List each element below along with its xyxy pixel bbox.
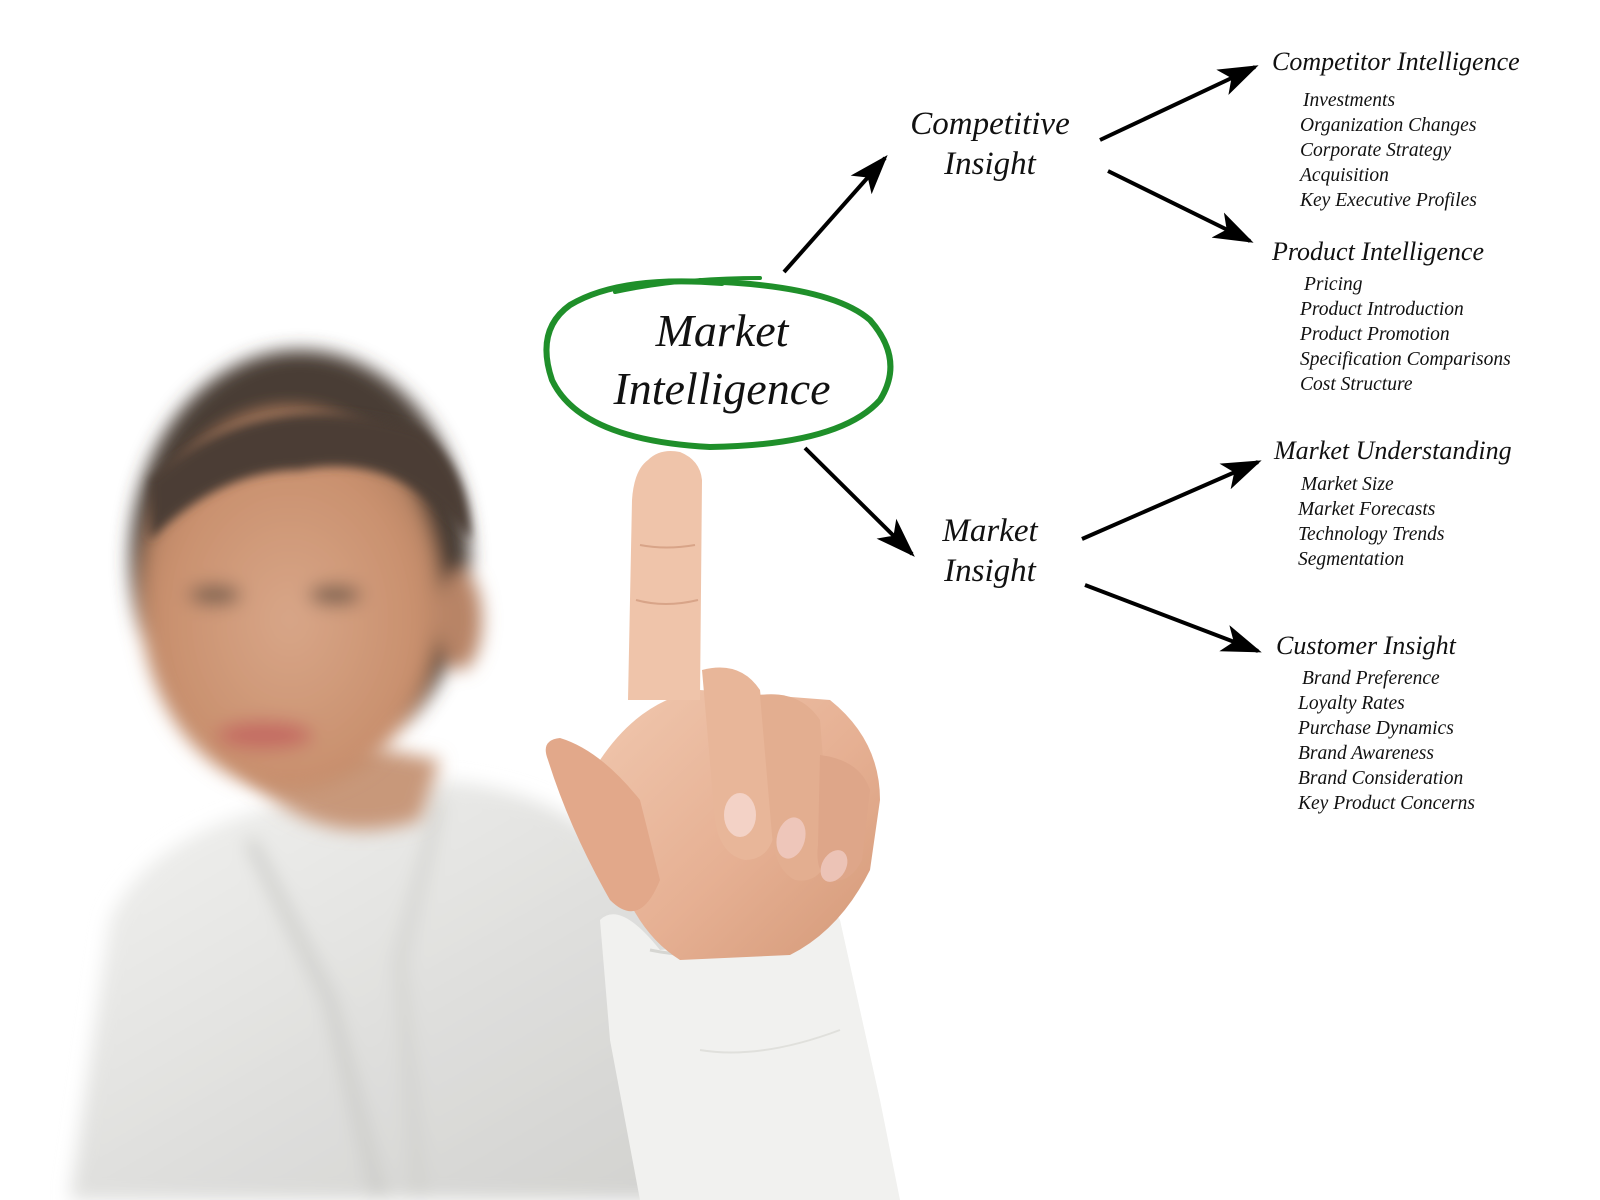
- list-item: Technology Trends: [1298, 524, 1445, 545]
- list-item: Specification Comparisons: [1300, 349, 1511, 370]
- root-node-label: Market Intelligence: [562, 302, 882, 417]
- list-item: Corporate Strategy: [1300, 140, 1452, 161]
- list-item: Loyalty Rates: [1298, 693, 1405, 714]
- pointing-hand: [545, 451, 880, 960]
- list-item: Brand Consideration: [1298, 768, 1464, 789]
- competitor-intelligence-title: Competitor Intelligence: [1272, 47, 1520, 76]
- list-item: Pricing: [1304, 274, 1363, 295]
- list-item: Product Introduction: [1300, 299, 1464, 320]
- arrow-root-to-competitive: [782, 155, 888, 274]
- competitive-insight-line2: Insight: [944, 145, 1036, 182]
- arrow-to-competitor-intel: [1099, 65, 1259, 142]
- product-intelligence-list: Pricing Product Introduction Product Pro…: [1300, 272, 1511, 397]
- market-insight-node: Market Insight: [880, 512, 1100, 591]
- competitor-intelligence-list: Investments Organization Changes Corpora…: [1300, 88, 1477, 213]
- list-item: Investments: [1303, 90, 1396, 111]
- list-item: Brand Awareness: [1298, 743, 1434, 764]
- market-understanding-title: Market Understanding: [1274, 436, 1512, 465]
- root-ring: [543, 276, 894, 451]
- list-item: Organization Changes: [1300, 115, 1477, 136]
- list-item: Brand Preference: [1302, 668, 1440, 689]
- product-intelligence-title: Product Intelligence: [1272, 237, 1485, 266]
- market-insight-line1: Market: [942, 513, 1038, 549]
- customer-insight-list: Brand Preference Loyalty Rates Purchase …: [1298, 666, 1475, 816]
- list-item: Product Promotion: [1300, 324, 1450, 345]
- list-item: Segmentation: [1298, 549, 1405, 570]
- arrow-to-customer-insight: [1084, 583, 1262, 653]
- market-understanding-list: Market Size Market Forecasts Technology …: [1298, 472, 1444, 572]
- list-item: Key Product Concerns: [1298, 793, 1475, 814]
- market-insight-line2: Insight: [944, 552, 1036, 589]
- list-item: Key Executive Profiles: [1300, 190, 1477, 211]
- arrow-to-product-intel: [1107, 169, 1254, 243]
- root-label-line2: Intelligence: [613, 362, 831, 414]
- arrow-to-market-understanding: [1081, 460, 1262, 541]
- list-item: Cost Structure: [1300, 374, 1413, 395]
- list-item: Acquisition: [1300, 165, 1389, 186]
- list-item: Market Size: [1301, 474, 1394, 495]
- arrow-root-to-market: [803, 446, 915, 557]
- list-item: Purchase Dynamics: [1298, 718, 1454, 739]
- competitive-insight-node: Competitive Insight: [880, 105, 1100, 184]
- competitive-insight-line1: Competitive: [910, 106, 1070, 142]
- customer-insight-title: Customer Insight: [1276, 631, 1456, 660]
- list-item: Market Forecasts: [1298, 499, 1436, 520]
- root-label-line1: Market: [655, 305, 789, 356]
